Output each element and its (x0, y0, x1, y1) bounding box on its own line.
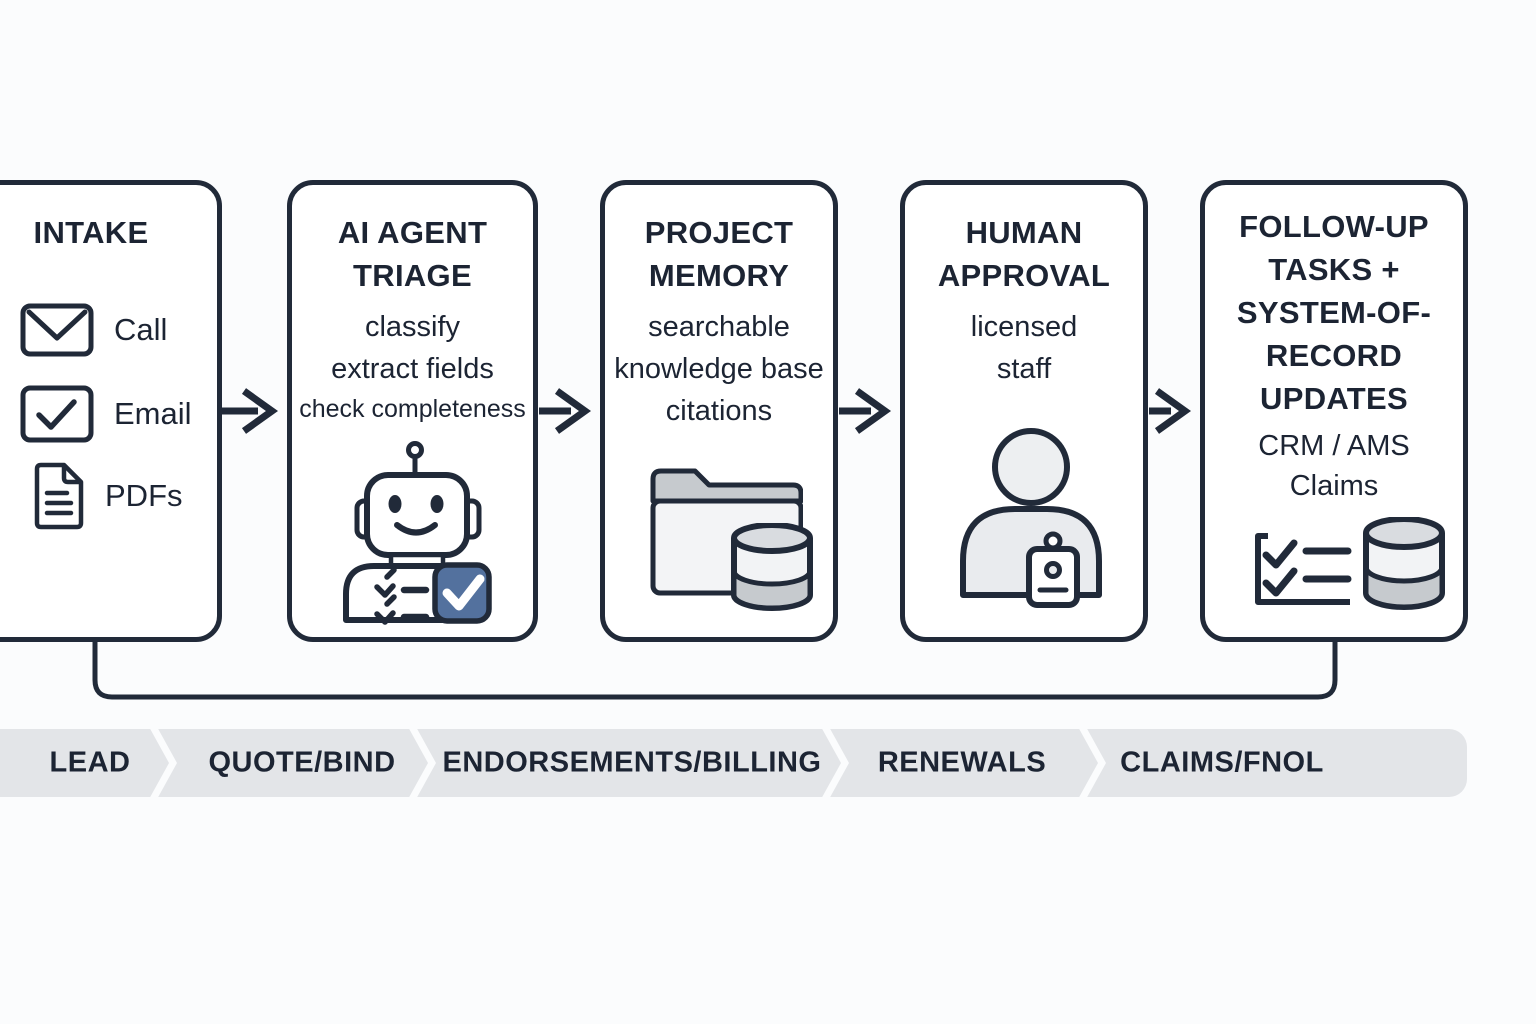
checkbox-icon (20, 385, 94, 443)
triage-title: AI AGENT TRIAGE (337, 215, 488, 293)
box-ai-agent-triage: AI AGENT TRIAGE classify extract fields … (287, 180, 538, 642)
feedback-loop-line (92, 638, 1338, 700)
memory-title: PROJECT MEMORY (644, 215, 794, 293)
database-icon (1363, 517, 1445, 610)
document-icon (34, 462, 84, 530)
database-icon (731, 523, 813, 611)
box-human-approval: HUMAN APPROVAL licensed staff (900, 180, 1148, 642)
stage-separator-chevrons (150, 729, 1106, 797)
box-followup-updates: FOLLOW-UP TASKS + SYSTEM-OF- RECORD UPDA… (1200, 180, 1468, 642)
arrow-intake-to-triage (221, 388, 279, 434)
arrow-triage-to-memory (539, 388, 592, 434)
arrow-memory-to-approval (839, 388, 892, 434)
box-intake: INTAKE Call Email PDFs (0, 180, 222, 642)
intake-item-label: Call (114, 312, 168, 347)
intake-item-label: PDFs (105, 478, 183, 513)
envelope-icon (20, 303, 94, 357)
intake-item-label: Email (114, 396, 192, 431)
followup-title: FOLLOW-UP TASKS + SYSTEM-OF- RECORD UPDA… (1236, 209, 1432, 416)
memory-subtitle: searchable knowledge base citations (614, 311, 824, 427)
intake-row-pdfs: PDFs (33, 461, 183, 531)
stage-lead: LEAD (49, 746, 131, 779)
arrow-approval-to-followup (1149, 388, 1192, 434)
stage-claims-fnol: CLAIMS/FNOL (1120, 746, 1324, 779)
intake-row-call: Call (20, 303, 167, 357)
intake-row-email: Email (20, 385, 192, 443)
robot-checklist-icon (343, 441, 492, 625)
stage-endorsements-billing: ENDORSEMENTS/BILLING (442, 746, 822, 779)
box-project-memory: PROJECT MEMORY searchable knowledge base… (600, 180, 838, 642)
stage-quote-bind: QUOTE/BIND (208, 746, 396, 779)
intake-title: INTAKE (33, 215, 149, 250)
approval-title: HUMAN APPROVAL (937, 215, 1111, 293)
pipeline-stage-bar: LEAD QUOTE/BIND ENDORSEMENTS/BILLING REN… (0, 729, 1467, 797)
followup-subtitle: CRM / AMS Claims (1258, 430, 1410, 502)
checklist-icon (1255, 533, 1352, 605)
person-badge-icon (960, 428, 1102, 608)
stage-renewals: RENEWALS (877, 746, 1047, 779)
triage-subtitle: classify extract fields check completene… (299, 311, 526, 423)
approval-subtitle: licensed staff (970, 311, 1078, 385)
